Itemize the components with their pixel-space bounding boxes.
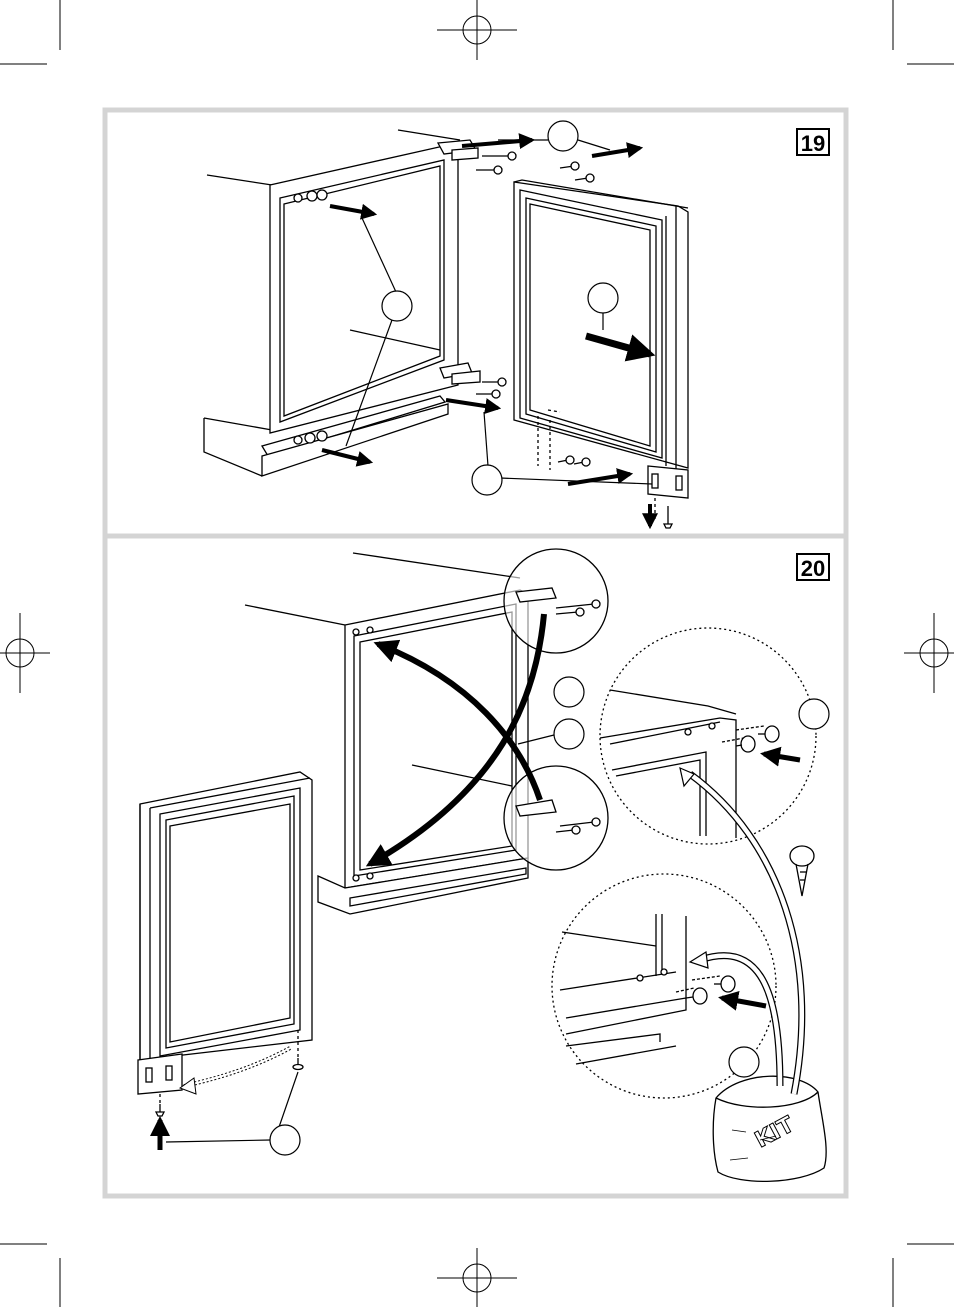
figure-20-illustration (138, 549, 826, 1181)
figure-19-illustration (204, 130, 688, 528)
figure-number-19: 19 (796, 128, 830, 156)
registration-mark-left (0, 613, 50, 693)
figure-number-20: 20 (796, 553, 830, 581)
registration-mark-right (904, 613, 954, 693)
registration-mark-bottom (437, 1248, 517, 1307)
registration-mark-top (437, 0, 517, 60)
